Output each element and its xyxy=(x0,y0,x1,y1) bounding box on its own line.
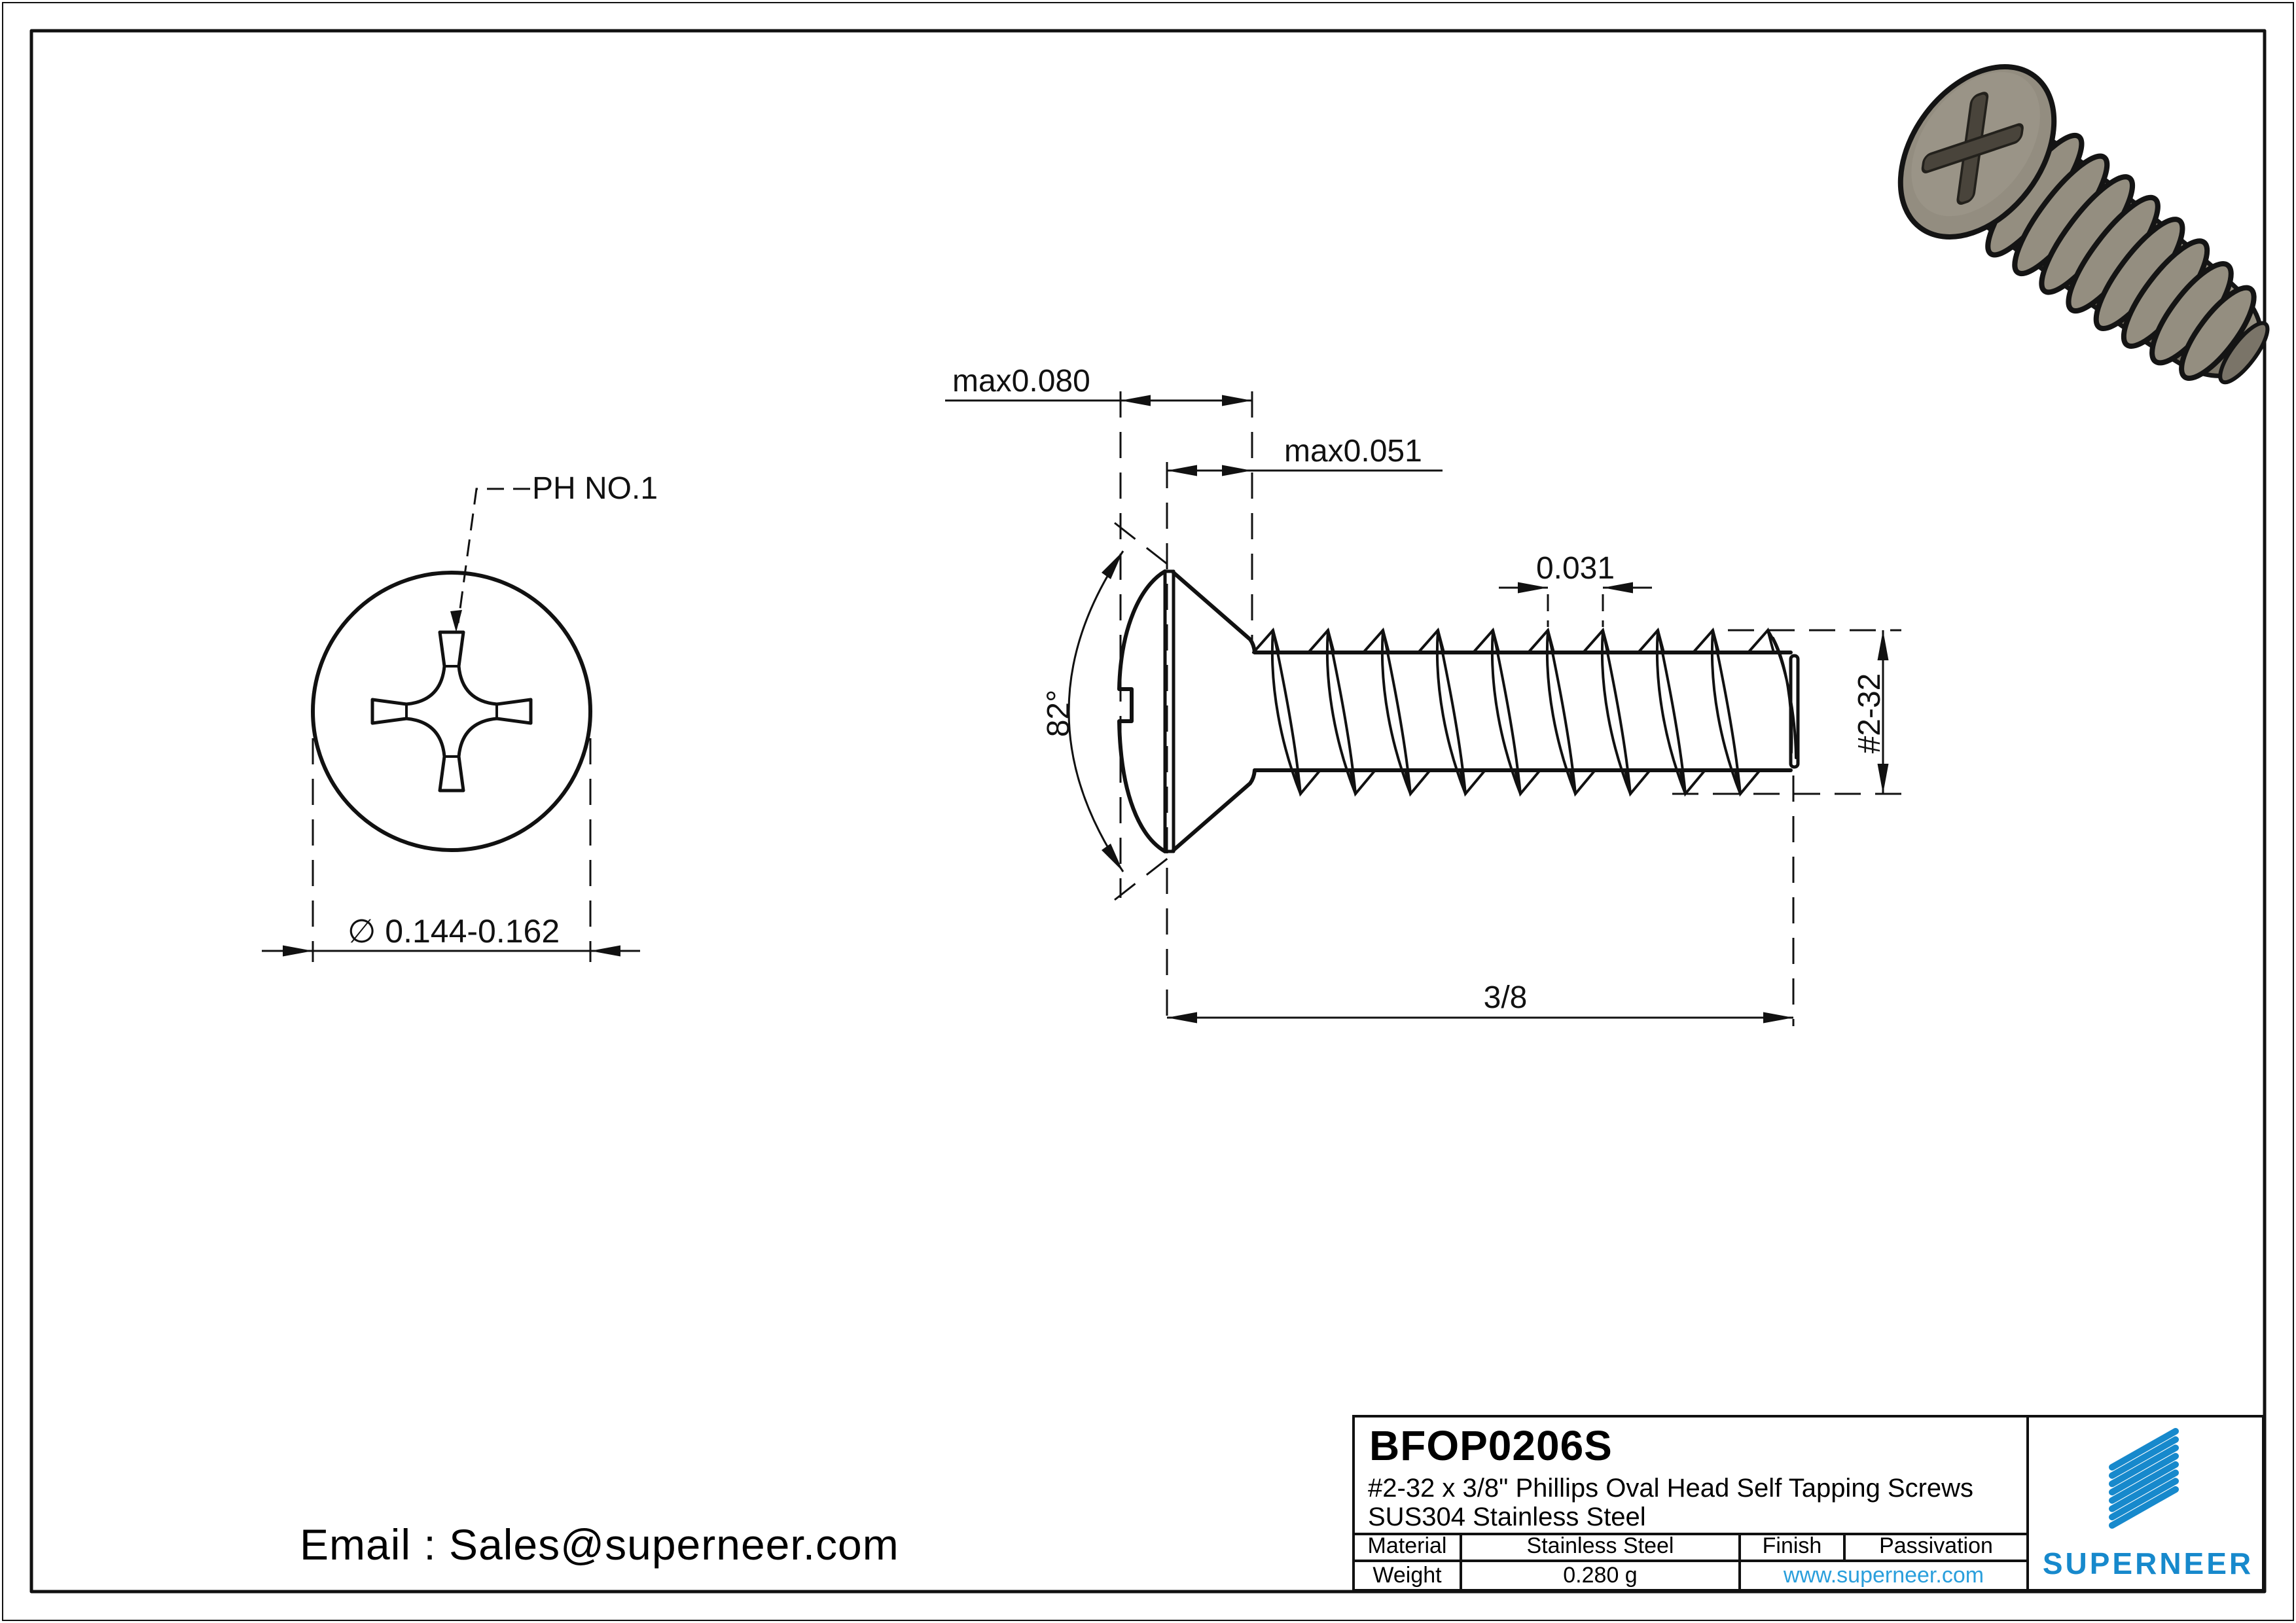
angle-dim-text: 82° xyxy=(1041,690,1076,738)
diameter-dim-text: ∅ 0.144-0.162 xyxy=(348,913,560,950)
phillips-recess-break-lines xyxy=(405,665,498,758)
head-height-dimension: max0.051 xyxy=(1166,434,1443,1026)
ph-leader xyxy=(450,488,530,632)
part-description-line2: SUS304 Stainless Steel xyxy=(1368,1503,1646,1531)
head-cone-bottom xyxy=(1172,768,1257,852)
screw-end-face xyxy=(1789,654,1800,769)
thread-flanks xyxy=(1270,629,1797,795)
website-cell: www.superneer.com xyxy=(1741,1562,2029,1589)
angle-dimension: 82° xyxy=(1041,522,1172,901)
weight-value-cell: 0.280 g xyxy=(1462,1562,1741,1589)
head-cone-top xyxy=(1172,571,1257,654)
length-dim-text: 3/8 xyxy=(1484,980,1528,1015)
title-block-header-cell: BFOP0206S #2-32 x 3/8" Phillips Oval Hea… xyxy=(1355,1418,2029,1535)
phillips-recess-outline xyxy=(370,630,533,793)
pitch-dimension: 0.031 xyxy=(1499,551,1652,627)
angle-arc xyxy=(1067,550,1124,872)
thread-size-dimension: #2-32 xyxy=(1672,629,1901,795)
thread-size-text: #2-32 xyxy=(1852,673,1887,754)
screw-3d-threads xyxy=(1985,132,2257,381)
weight-label-cell: Weight xyxy=(1355,1562,1462,1589)
website-link[interactable]: www.superneer.com xyxy=(1783,1563,1984,1588)
pitch-dim-text: 0.031 xyxy=(1536,551,1615,586)
superneer-logo-text: SUPERNEER xyxy=(2042,1546,2254,1580)
front-diameter-dimension: ∅ 0.144-0.162 xyxy=(262,738,640,962)
finish-value-cell: Passivation xyxy=(1846,1533,2029,1562)
screw-3d-render xyxy=(1897,64,2270,385)
ph-number-label: PH NO.1 xyxy=(532,471,658,506)
side-view: 82° max0.080 max0.051 xyxy=(945,364,1901,1026)
head-outline-circle xyxy=(311,571,592,852)
cone-extension-dash-bottom xyxy=(1114,854,1172,901)
head-length-text: max0.080 xyxy=(952,364,1090,399)
front-view: PH NO.1 ∅ 0.144-0.162 xyxy=(262,471,658,962)
contact-email: Email : Sales@superneer.com xyxy=(300,1520,899,1569)
inner-frame xyxy=(29,29,2267,1594)
material-label-cell: Material xyxy=(1355,1533,1462,1562)
head-length-dimension: max0.080 xyxy=(945,364,1253,898)
material-value-cell: Stainless Steel xyxy=(1462,1533,1741,1562)
title-block: BFOP0206S #2-32 x 3/8" Phillips Oval Hea… xyxy=(1352,1415,2265,1592)
screw-3d-tip xyxy=(2218,321,2270,385)
head-dome-arc xyxy=(1117,569,1167,853)
screw-3d-phillips xyxy=(1921,92,2024,205)
cone-extension-dash-top xyxy=(1114,522,1172,569)
thread-crests xyxy=(1252,627,1797,797)
finish-label-cell: Finish xyxy=(1741,1533,1846,1562)
part-number: BFOP0206S xyxy=(1369,1422,1613,1469)
leader-arrowhead xyxy=(450,610,462,632)
length-dimension: 3/8 xyxy=(1167,776,1795,1026)
head-height-text: max0.051 xyxy=(1284,434,1422,469)
superneer-logo-icon xyxy=(2109,1428,2179,1529)
part-description-line1: #2-32 x 3/8" Phillips Oval Head Self Tap… xyxy=(1368,1474,1974,1503)
